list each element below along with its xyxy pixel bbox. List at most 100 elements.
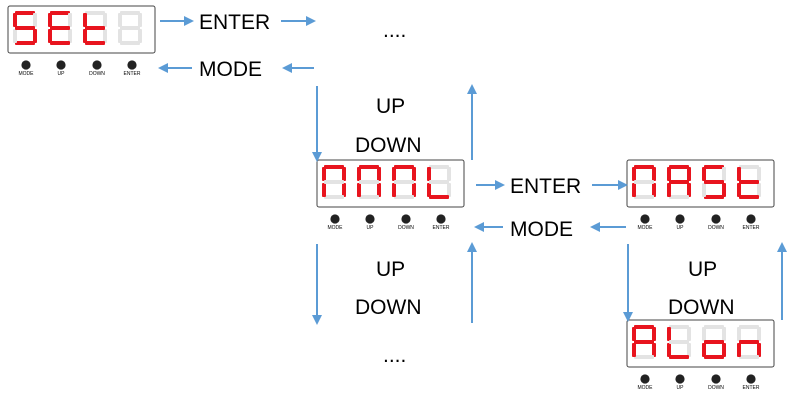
label-up-1: UP (376, 95, 405, 118)
enter-button-icon[interactable] (127, 60, 137, 70)
segment-g (739, 180, 759, 184)
mode-button-label: MODE (638, 385, 654, 391)
segment-b (652, 327, 656, 341)
segment-d (669, 195, 689, 199)
segment-e (632, 183, 636, 197)
segment-b (377, 167, 381, 181)
segment-d (85, 41, 105, 45)
segment-e (632, 343, 636, 357)
segment-d (704, 195, 724, 199)
segment-d (50, 41, 70, 45)
up-button-label: UP (58, 71, 66, 77)
segment-b (722, 167, 726, 181)
segment-f (667, 167, 671, 181)
segment-c (377, 183, 381, 197)
up-button-icon[interactable] (675, 214, 685, 224)
segment-g (394, 180, 414, 184)
segment-f (632, 327, 636, 341)
seven-segment-digit (667, 165, 691, 199)
segment-d (634, 195, 654, 199)
segment-e (667, 343, 671, 357)
segment-b (103, 13, 107, 27)
segment-a (704, 165, 724, 169)
segment-b (757, 327, 761, 341)
segment-c (103, 29, 107, 43)
segment-f (737, 167, 741, 181)
segment-d (669, 355, 689, 359)
mode-button-icon[interactable] (21, 60, 31, 70)
segment-c (447, 183, 451, 197)
seven-segment-digit (737, 325, 761, 359)
seven-segment-digit (632, 325, 656, 359)
segment-f (632, 167, 636, 181)
down-button-icon[interactable] (711, 374, 721, 384)
label-enter-top: ENTER (199, 11, 270, 34)
segment-c (68, 29, 72, 43)
segment-c (412, 183, 416, 197)
segment-c (342, 183, 346, 197)
up-button-icon[interactable] (675, 374, 685, 384)
seven-segment-digit (48, 11, 72, 45)
segment-e (118, 29, 122, 43)
segment-f (702, 167, 706, 181)
segment-g (15, 26, 35, 30)
label-down-1: DOWN (355, 134, 422, 157)
segment-c (687, 343, 691, 357)
down-button-label: DOWN (708, 385, 724, 391)
segment-e (392, 183, 396, 197)
segment-a (739, 325, 759, 329)
segment-g (704, 180, 724, 184)
segment-e (83, 29, 87, 43)
segment-b (412, 167, 416, 181)
segment-g (634, 180, 654, 184)
segment-c (687, 183, 691, 197)
segment-g (704, 340, 724, 344)
label-down-2: DOWN (355, 296, 422, 319)
down-button-icon[interactable] (401, 214, 411, 224)
label-up-2: UP (376, 258, 405, 281)
label-mode-top: MODE (199, 58, 262, 81)
enter-button-label: ENTER (743, 385, 760, 391)
segment-e (737, 183, 741, 197)
segment-f (737, 327, 741, 341)
enter-button-icon[interactable] (746, 374, 756, 384)
segment-d (739, 355, 759, 359)
mode-button-icon[interactable] (640, 374, 650, 384)
enter-button-icon[interactable] (436, 214, 446, 224)
segment-d (394, 195, 414, 199)
segment-g (634, 340, 654, 344)
segment-e (357, 183, 361, 197)
seven-segment-digit (667, 325, 691, 359)
segment-b (342, 167, 346, 181)
segment-g (120, 26, 140, 30)
up-button-icon[interactable] (365, 214, 375, 224)
up-button-icon[interactable] (56, 60, 66, 70)
mode-button-icon[interactable] (330, 214, 340, 224)
segment-d (120, 41, 140, 45)
segment-f (392, 167, 396, 181)
down-button-label: DOWN (708, 225, 724, 231)
enter-button-label: ENTER (124, 71, 141, 77)
segment-e (48, 29, 52, 43)
segment-c (757, 183, 761, 197)
segment-e (322, 183, 326, 197)
down-button-icon[interactable] (92, 60, 102, 70)
seven-segment-digit (702, 165, 726, 199)
segment-f (427, 167, 431, 181)
segment-e (702, 343, 706, 357)
segment-g (669, 340, 689, 344)
segment-c (33, 29, 37, 43)
seven-segment-digit (118, 11, 142, 45)
up-button-label: UP (367, 225, 375, 231)
segment-b (687, 167, 691, 181)
segment-b (138, 13, 142, 27)
enter-button-icon[interactable] (746, 214, 756, 224)
mode-button-icon[interactable] (640, 214, 650, 224)
segment-a (359, 165, 379, 169)
segment-a (85, 11, 105, 15)
up-button-label: UP (677, 225, 685, 231)
down-button-icon[interactable] (711, 214, 721, 224)
segment-g (739, 340, 759, 344)
